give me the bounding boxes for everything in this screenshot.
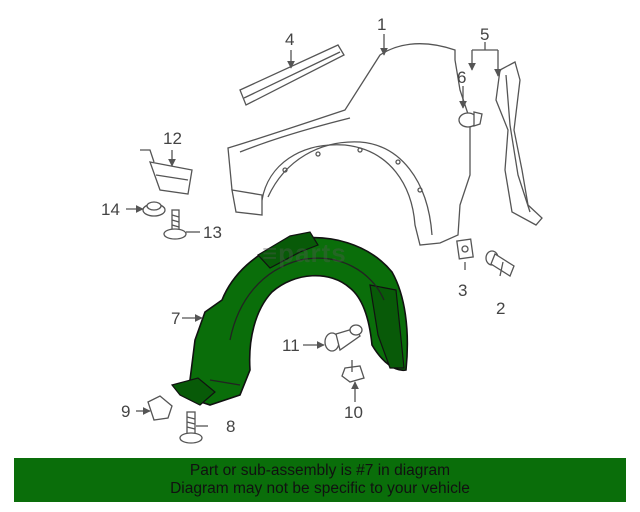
clip-part-6 <box>458 111 483 128</box>
bolt-part-13 <box>163 209 187 240</box>
callouts: 1 2 3 4 5 6 7 8 9 10 11 12 13 14 <box>101 15 505 436</box>
banner-line-1: Part or sub-assembly is #7 in diagram <box>189 462 451 479</box>
info-banner: Part or sub-assembly is #7 in diagram Di… <box>14 458 626 502</box>
bolt-part-8 <box>179 411 203 444</box>
callout-12: 12 <box>163 129 182 148</box>
banner-line-2: Diagram may not be specific to your vehi… <box>170 480 470 497</box>
bolt-part-2 <box>485 250 515 277</box>
callout-8: 8 <box>226 417 235 436</box>
watermark: ≡parts <box>262 238 347 268</box>
bracket-part <box>495 61 543 226</box>
clip-plate-part <box>456 238 474 260</box>
callout-10: 10 <box>344 403 363 422</box>
callout-4: 4 <box>285 30 294 49</box>
callout-14: 14 <box>101 200 120 219</box>
mud-guard-part <box>140 149 193 195</box>
fender-part <box>227 43 471 246</box>
clip-part-9 <box>147 395 173 421</box>
clip-part-10 <box>341 360 365 383</box>
callout-11: 11 <box>282 336 300 355</box>
callout-6: 6 <box>457 68 466 87</box>
leader-lines <box>126 34 504 427</box>
callout-1: 1 <box>377 15 386 34</box>
callout-5: 5 <box>480 25 489 44</box>
callout-3: 3 <box>458 281 467 300</box>
callout-13: 13 <box>203 223 222 242</box>
nut-part <box>142 201 166 217</box>
callout-2: 2 <box>496 299 505 318</box>
push-clip-part <box>324 324 363 352</box>
callout-9: 9 <box>121 402 130 421</box>
fender-liner-part <box>170 231 409 406</box>
molding-strip-part <box>239 44 345 106</box>
parts-diagram: 1 2 3 4 5 6 7 8 9 10 11 12 13 14 <box>101 15 543 444</box>
callout-7: 7 <box>171 309 180 328</box>
